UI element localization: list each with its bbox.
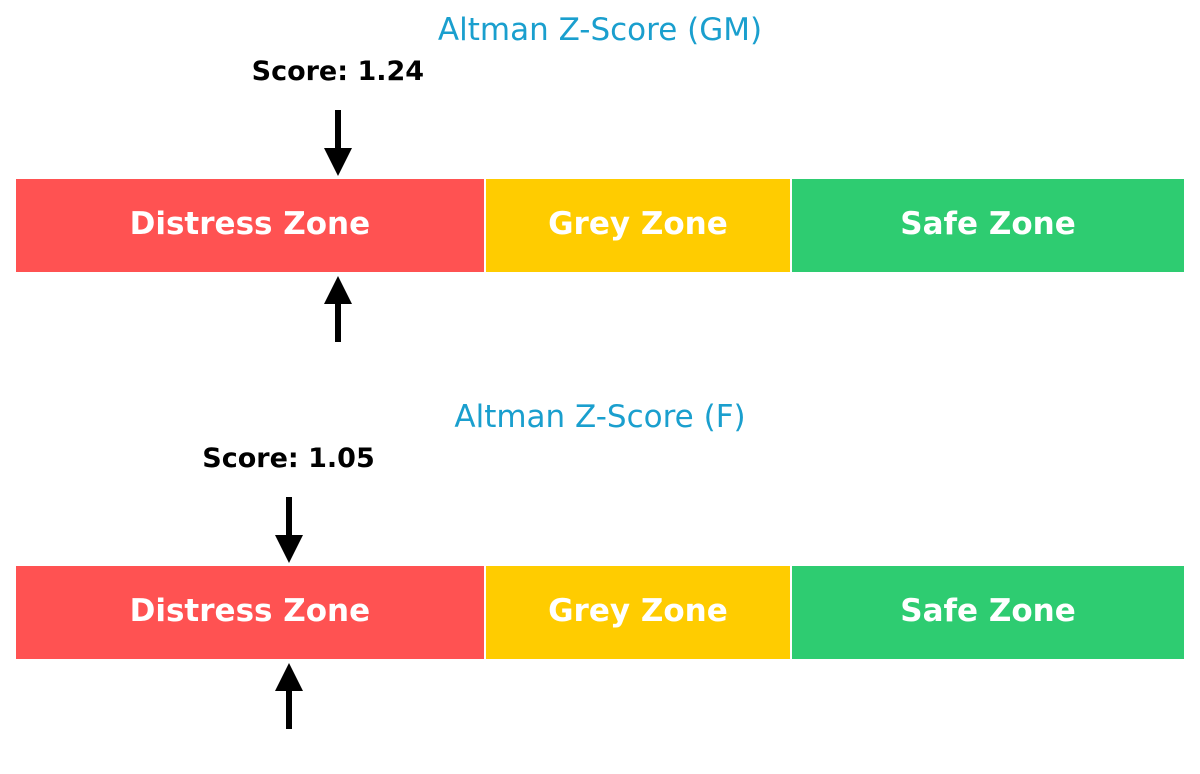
zscore-panel-gm: Altman Z-Score (GM) Score: 1.24 Distress…	[16, 12, 1184, 342]
chart-title: Altman Z-Score (GM)	[437, 12, 763, 48]
chart-title: Altman Z-Score (F)	[454, 399, 746, 435]
score-label: Score: 1.05	[202, 443, 375, 474]
grey-zone: Grey Zone	[485, 566, 793, 659]
safe-zone: Safe Zone	[792, 179, 1184, 272]
zone-label: Distress Zone	[129, 205, 371, 242]
zone-label: Grey Zone	[548, 592, 728, 629]
score-arrow-up-icon	[274, 663, 303, 729]
score-label: Score: 1.24	[251, 56, 425, 87]
score-arrow-up-icon	[323, 276, 352, 342]
distress-zone: Distress Zone	[16, 566, 486, 659]
zone-bar: Distress Zone Grey Zone Safe Zone	[16, 179, 1184, 272]
score-arrow-down-icon	[274, 497, 303, 563]
safe-zone: Safe Zone	[792, 566, 1184, 659]
distress-zone: Distress Zone	[16, 179, 486, 272]
zone-label: Safe Zone	[900, 592, 1076, 629]
zone-label: Distress Zone	[129, 592, 371, 629]
grey-zone: Grey Zone	[485, 179, 793, 272]
zone-bar: Distress Zone Grey Zone Safe Zone	[16, 566, 1184, 659]
zone-label: Grey Zone	[548, 205, 728, 242]
zscore-panel-f: Altman Z-Score (F) Score: 1.05 Distress …	[0, 387, 1200, 774]
score-arrow-down-icon	[323, 110, 352, 176]
zone-label: Safe Zone	[900, 205, 1076, 242]
